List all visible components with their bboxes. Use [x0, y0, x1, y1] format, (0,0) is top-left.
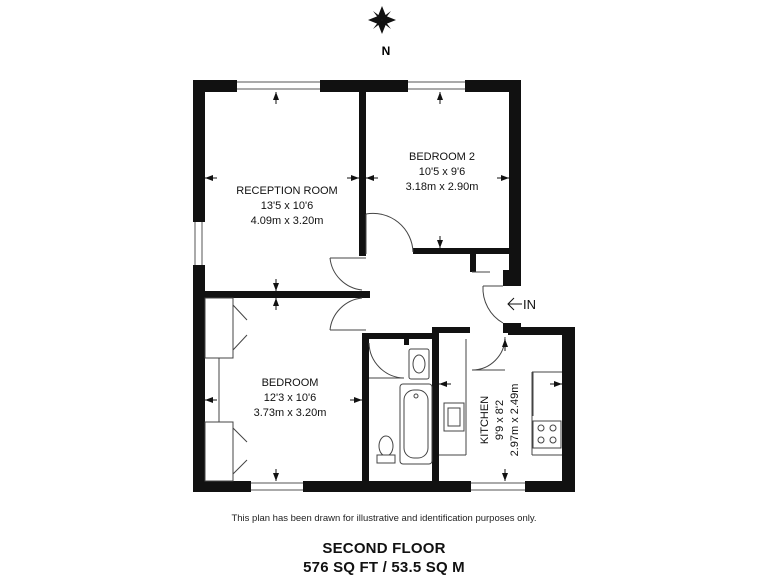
floor-area: 576 SQ FT / 53.5 SQ M [303, 559, 465, 576]
toilet-icon [378, 435, 394, 457]
reception-room-metric: 4.09m x 3.20m [251, 215, 324, 227]
entrance-label: IN [523, 297, 536, 312]
hob-icon [532, 420, 562, 449]
windows [194, 81, 525, 491]
compass-icon [368, 6, 396, 34]
exterior-walls [193, 80, 575, 492]
bedroom-imperial: 12'3 x 10'6 [264, 392, 317, 404]
bedroom-metric: 3.73m x 3.20m [254, 407, 327, 419]
doors [329, 212, 506, 379]
entrance-arrow-icon [507, 297, 522, 311]
kitchen-metric: 2.97m x 2.49m [509, 384, 521, 457]
bedroom2-name: BEDROOM 2 [409, 151, 475, 163]
kitchen-fixtures [439, 339, 562, 456]
wardrobes [204, 297, 248, 482]
reception-room-imperial: 13'5 x 10'6 [261, 200, 314, 212]
disclaimer-text: This plan has been drawn for illustrativ… [231, 513, 537, 524]
compass-north-label: N [382, 44, 391, 58]
kitchen-imperial: 9'9 x 8'2 [494, 400, 506, 440]
dimension-arrows [205, 92, 562, 481]
reception-room-name: RECEPTION ROOM [236, 185, 337, 197]
bathroom-fixtures [376, 348, 433, 465]
floor-name: SECOND FLOOR [322, 540, 446, 557]
kitchen-name: KITCHEN [479, 396, 491, 444]
interior-walls [205, 92, 521, 481]
bedroom2-metric: 3.18m x 2.90m [406, 181, 479, 193]
sink-icon [443, 402, 465, 432]
bedroom2-imperial: 10'5 x 9'6 [419, 166, 465, 178]
bedroom-name: BEDROOM [262, 377, 319, 389]
